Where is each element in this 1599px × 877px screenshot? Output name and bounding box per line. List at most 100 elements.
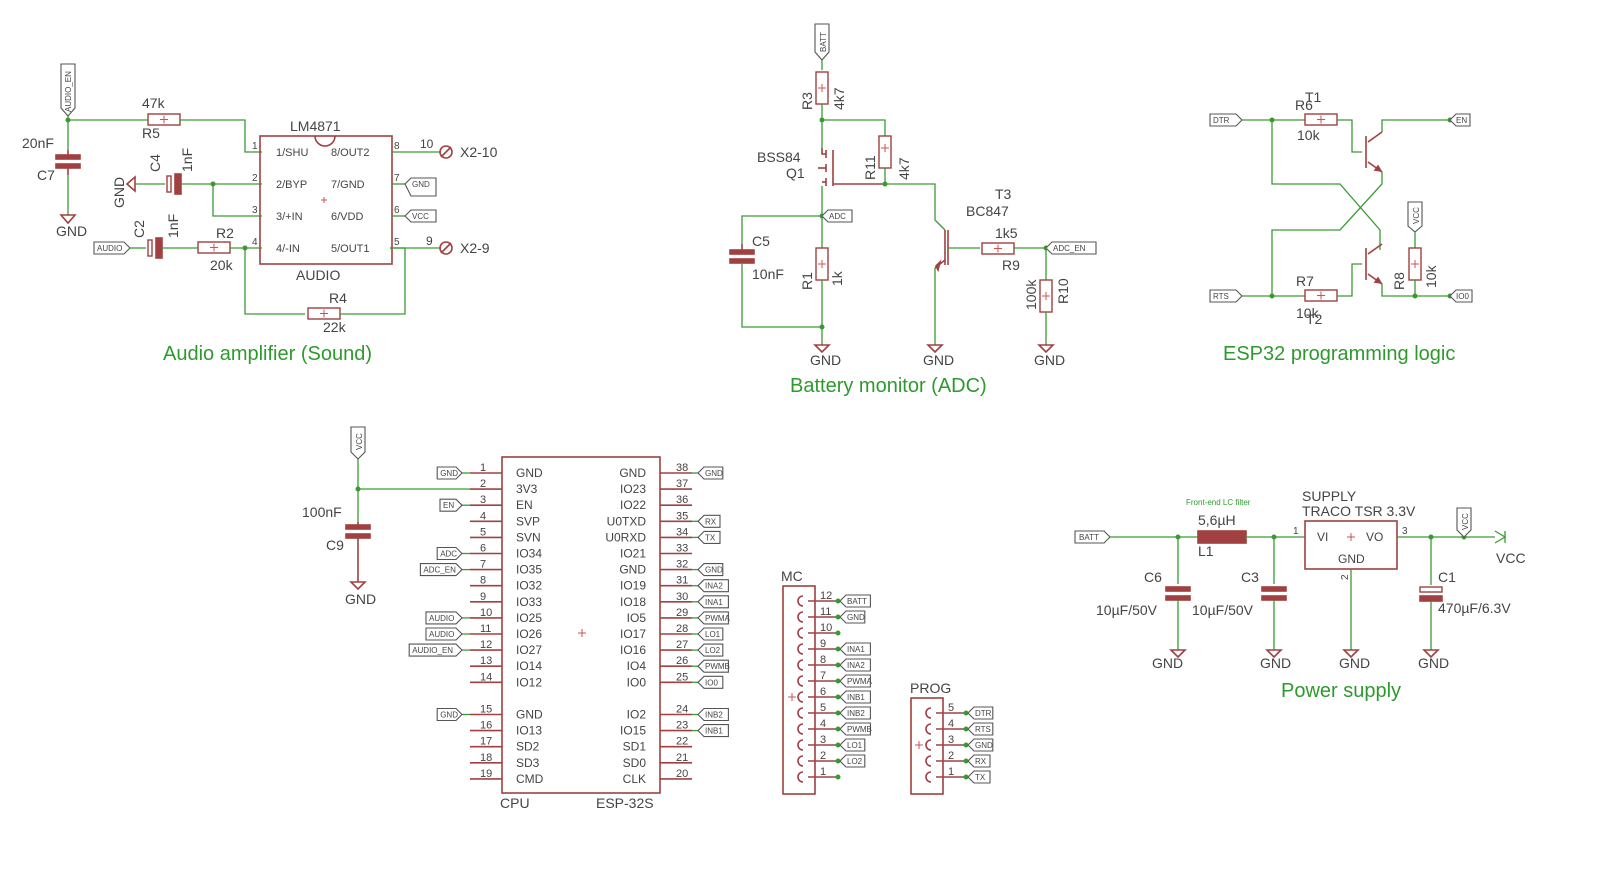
r5-name: R5 bbox=[142, 125, 160, 141]
cpu-net-23-text: INB1 bbox=[705, 727, 723, 736]
net-label-gnd-ic-text: GND bbox=[412, 180, 430, 189]
l1-value: 5,6µH bbox=[1198, 512, 1236, 528]
c6-name: C6 bbox=[1144, 569, 1162, 585]
ic-pin-left-label: 4/-IN bbox=[276, 243, 300, 255]
c9-value: 100nF bbox=[302, 504, 342, 520]
transistor-t1 bbox=[1365, 131, 1383, 173]
supply-name: SUPPLY bbox=[1302, 488, 1357, 504]
capacitor-c1 bbox=[1419, 586, 1443, 602]
mc-pin-num: 5 bbox=[820, 702, 826, 714]
mc-net-2-text: LO2 bbox=[847, 757, 863, 766]
cpu-pin-num: 2 bbox=[480, 478, 486, 490]
gnd-label-supply: GND bbox=[1339, 655, 1370, 671]
cpu-pin-label: IO27 bbox=[516, 643, 542, 657]
cpu-net-11 bbox=[425, 627, 463, 641]
net-label-vcc-power bbox=[1456, 507, 1472, 538]
net-label-vcc-prog bbox=[1407, 201, 1423, 233]
mc-net-11-text: GND bbox=[847, 613, 865, 622]
mc-pin-num: 1 bbox=[820, 766, 826, 778]
cpu-value: ESP-32S bbox=[596, 795, 654, 811]
supply-pin1: 1 bbox=[1293, 526, 1299, 537]
net-label-vcc-power-text: VCC bbox=[1461, 513, 1470, 530]
prog-pin-num: 4 bbox=[948, 718, 954, 730]
prog-net-1-text: TX bbox=[975, 773, 986, 782]
mc-net-9 bbox=[839, 642, 871, 656]
r4-name: R4 bbox=[329, 290, 347, 306]
capacitor-c4 bbox=[166, 173, 182, 195]
cpu-pin-num: 27 bbox=[676, 639, 688, 651]
net-label-batt-power-text: BATT bbox=[1079, 533, 1099, 542]
c5-value: 10nF bbox=[752, 266, 784, 282]
cpu-net-15-text: GND bbox=[440, 711, 458, 720]
r9-name: R9 bbox=[1002, 257, 1020, 273]
cpu-pin-num: 23 bbox=[676, 720, 688, 732]
cpu-pin-label: EN bbox=[516, 498, 533, 512]
l1-name: L1 bbox=[1198, 543, 1214, 559]
cpu-net-11-text: AUDIO bbox=[429, 630, 454, 639]
c2-value: 1nF bbox=[165, 214, 181, 238]
net-label-adc-en-batt bbox=[1045, 241, 1097, 255]
mc-net-7 bbox=[839, 674, 871, 688]
cpu-pin-label: SD3 bbox=[516, 756, 540, 770]
net-label-vcc-prog-text: VCC bbox=[1412, 207, 1421, 224]
prog-section: DTR R6 T1 10k EN RTS R7 10k bbox=[1209, 89, 1473, 365]
supply-vo: VO bbox=[1366, 530, 1383, 544]
cpu-pin-label: IO26 bbox=[516, 627, 542, 641]
cpu-pin-num: 31 bbox=[676, 575, 688, 587]
cpu-pin-label: IO35 bbox=[516, 563, 542, 577]
net-label-adc-en-batt-text: ADC_EN bbox=[1053, 244, 1086, 253]
gnd-label: GND bbox=[56, 223, 87, 239]
r2-name: R2 bbox=[216, 225, 234, 241]
net-label-batt-power bbox=[1074, 530, 1111, 544]
prog-pin-num: 2 bbox=[948, 750, 954, 762]
cpu-pin-num: 30 bbox=[676, 591, 688, 603]
net-label-rts-text: RTS bbox=[1213, 292, 1229, 301]
r3-name: R3 bbox=[799, 92, 815, 110]
mc-net-8-text: INA2 bbox=[847, 661, 865, 670]
net-label-vcc-ic bbox=[404, 209, 437, 223]
net-label-batt bbox=[814, 23, 830, 61]
r7-name: R7 bbox=[1296, 273, 1314, 289]
prog-pin-num: 1 bbox=[948, 766, 954, 778]
ic-pin-left-num: 3 bbox=[252, 205, 258, 216]
capacitor-c6 bbox=[1165, 586, 1191, 601]
cpu-net-10 bbox=[425, 611, 463, 625]
t3-value: BC847 bbox=[966, 203, 1009, 219]
cpu-net-35-text: RX bbox=[705, 517, 717, 526]
t2-name: T2 bbox=[1306, 311, 1323, 327]
gnd-label-c9: GND bbox=[345, 591, 376, 607]
cpu-pin-label: IO4 bbox=[627, 659, 647, 673]
r8-name: R8 bbox=[1391, 272, 1407, 290]
mosfet-q1 bbox=[818, 148, 885, 186]
prog-pin-num: 3 bbox=[948, 734, 954, 746]
cpu-pin-label: IO13 bbox=[516, 724, 542, 738]
cpu-pin-num: 19 bbox=[480, 768, 492, 780]
x2-9-name: X2-9 bbox=[460, 240, 490, 256]
cpu-net-30 bbox=[697, 595, 729, 609]
capacitor-c5 bbox=[729, 244, 755, 264]
net-label-audio-text: AUDIO bbox=[97, 244, 122, 253]
net-label-audio-en-text: AUDIO_EN bbox=[64, 71, 73, 112]
ic-pins: 1/SHU12/BYP23/+IN34/-IN48/OUT287/GND76/V… bbox=[252, 141, 400, 255]
cpu-pin-num: 17 bbox=[480, 736, 492, 748]
cpu-net-31 bbox=[697, 579, 729, 593]
cpu-pin-label: SVN bbox=[516, 530, 541, 544]
mc-pin-num: 3 bbox=[820, 734, 826, 746]
ic-pin-left-num: 4 bbox=[252, 237, 258, 248]
cpu-pin-num: 13 bbox=[480, 655, 492, 667]
audio-section: AUDIO_EN 20nF C7 GND 47k R5 LM4871 AUDIO… bbox=[22, 63, 498, 365]
c5-name: C5 bbox=[752, 233, 770, 249]
capacitor-c7 bbox=[55, 150, 81, 175]
filter-note: Front-end LC filter bbox=[1186, 498, 1251, 507]
resistor-r6 bbox=[1304, 113, 1338, 126]
resistor-r4 bbox=[307, 307, 341, 320]
mc-net-2 bbox=[839, 754, 866, 768]
lm4871-ic bbox=[259, 135, 393, 265]
cpu-net-7 bbox=[419, 563, 463, 577]
ic-pin-right-label: 8/OUT2 bbox=[331, 147, 370, 159]
r3-value: 4k7 bbox=[831, 87, 847, 110]
cpu-pin-label: IO16 bbox=[620, 643, 646, 657]
ic-name: LM4871 bbox=[290, 118, 341, 134]
net-label-dtr bbox=[1209, 113, 1243, 127]
